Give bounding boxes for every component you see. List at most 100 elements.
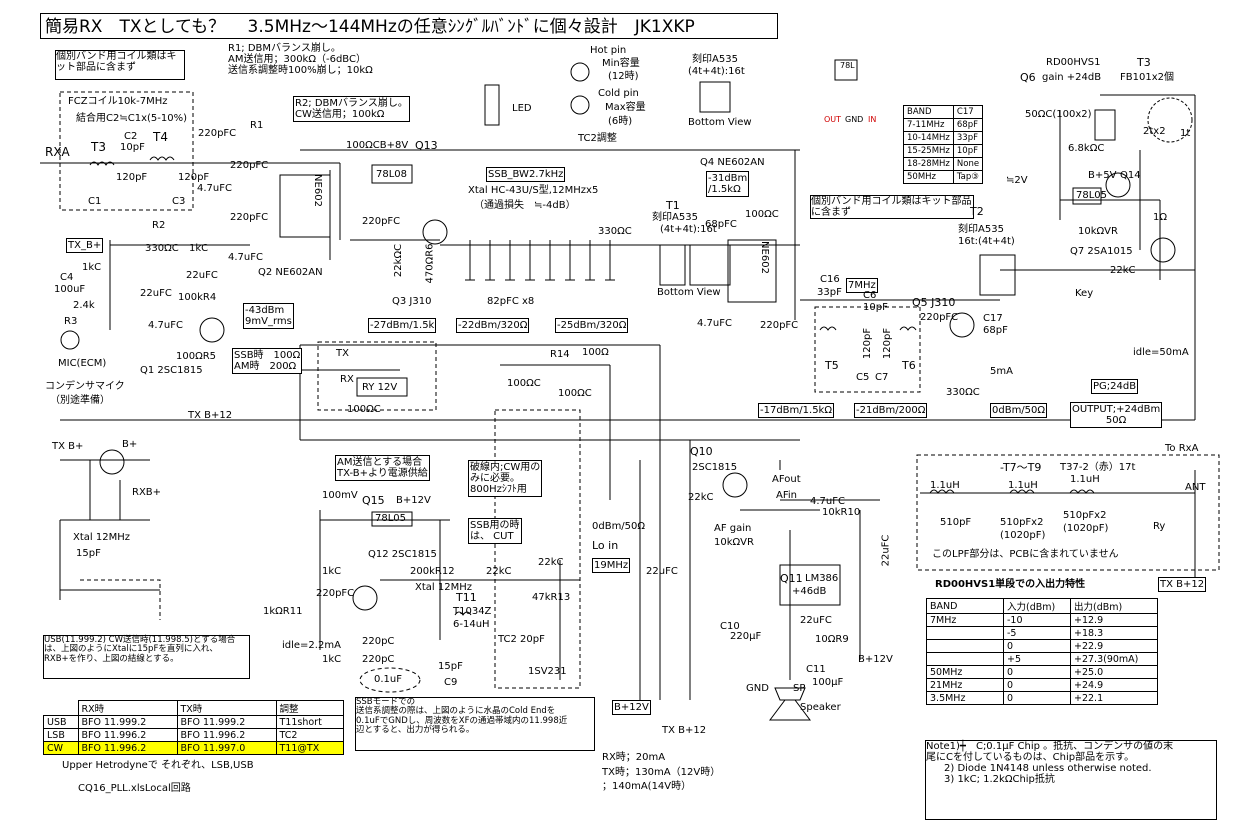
label-q13: Q13 <box>415 139 438 152</box>
label-c220e: 220pFC <box>760 320 799 331</box>
label-lvl25: -25dBm/320Ω <box>555 318 629 333</box>
label-bv1: Bottom View <box>657 287 721 298</box>
table-cell: 18-28MHz <box>903 157 954 171</box>
label-pf220a: 220pFC <box>316 588 355 599</box>
label-t2: T2 <box>970 205 984 218</box>
label-q1: Q1 2SC1815 <box>140 365 203 376</box>
label-a535d: 16t:(4t+4t) <box>958 236 1015 247</box>
label-c17: C17 <box>983 313 1003 324</box>
lpf-note: このLPF部分は、PCBに含まれていません <box>932 549 1119 560</box>
table-cell: +25.0 <box>1070 665 1158 679</box>
label-uh11b: 1.1uH <box>1008 480 1038 491</box>
label-r22kc: 22kC <box>1110 265 1136 276</box>
label-t79: -T7～T9 <box>1000 461 1042 474</box>
label-afin: AFin <box>776 490 797 501</box>
table-cell: 7MHz <box>926 613 1004 627</box>
table-cell <box>926 652 1004 666</box>
label-uf01: 0.1uF <box>374 674 402 685</box>
label-r1ka: 1kC <box>322 566 342 577</box>
table-cell: +18.3 <box>1070 626 1158 640</box>
table-cell: BFO 11.996.2 <box>77 728 178 742</box>
ssb-note: SSB用の時 は、 CUT <box>468 518 522 544</box>
label-q3: Q3 J310 <box>392 296 432 307</box>
label-c22b: 22uFC <box>140 288 172 299</box>
label-l78l08: 78L08 <box>376 169 408 180</box>
table-cell: BFO 11.996.2 <box>77 741 178 755</box>
label-c4: C4 <box>60 272 74 283</box>
label-r100c4: 100ΩC <box>347 404 381 415</box>
label-txbp: TX B+ <box>52 441 84 452</box>
label-c22a: 22uFC <box>186 270 218 281</box>
label-r470: 470ΩR6 <box>424 243 436 284</box>
table-cell: 0 <box>1003 665 1071 679</box>
table-cell: 10-14MHz <box>903 131 954 145</box>
fcz-label: FCZコイル10k-7MHz <box>68 96 168 107</box>
label-gnd: GND <box>746 683 769 694</box>
label-r10k10: 10kR10 <box>822 507 861 518</box>
table-row: -5+18.3 <box>926 626 1158 640</box>
note-3: 3) 1kC; 1.2kΩChip抵抗 <box>944 774 1055 785</box>
label-c47b: 4.7uFC <box>697 318 732 329</box>
label-c220u: 220μF <box>730 631 762 642</box>
label-lvl31a: -31dBm <box>708 173 748 184</box>
table-cell: 33pF <box>952 131 984 145</box>
table-cell <box>926 626 1004 640</box>
label-ma5: 5mA <box>990 366 1013 377</box>
label-c220a: 220pFC <box>198 128 237 139</box>
label-t6: T6 <box>902 359 916 372</box>
label-r100c2: 100ΩC <box>507 378 541 389</box>
label-t4: T4 <box>153 130 168 144</box>
label-l78l05a: 78L05 <box>1076 190 1108 201</box>
table-cell <box>43 700 79 716</box>
label-c47c: 4.7uFC <box>228 252 263 263</box>
label-l78: 78L <box>840 61 855 70</box>
table-row: +5+27.3(90mA) <box>926 652 1158 666</box>
label-lvl43-box: -43dBm 9mV_rms <box>243 303 294 329</box>
table-cell: C17 <box>952 105 984 119</box>
table-cell: RX時 <box>77 700 178 716</box>
table-cell: 0 <box>1003 678 1071 692</box>
table-cell: USB <box>43 715 79 729</box>
label-r100c: 100ΩC <box>745 209 779 220</box>
label-pf220b: 220pC <box>362 636 395 647</box>
label-c17v: 68pF <box>983 325 1008 336</box>
table-row: 7MHz-10+12.9 <box>926 613 1158 627</box>
label-c16: C16 <box>820 274 840 285</box>
label-bp12v: B+12V <box>612 700 651 715</box>
page-title: 簡易RX TXとしても？ 3.5MHz～144MHzの任意ｼﾝｸﾞﾙﾊﾞﾝﾄﾞに… <box>40 13 778 39</box>
label-xtal12: Xtal 12MHz <box>73 532 130 543</box>
table-cell: 50MHz <box>903 170 954 184</box>
label-q14: Q14 <box>1120 170 1141 181</box>
label-q10t: 2SC1815 <box>692 462 738 473</box>
label-pf15: 15pF <box>76 548 101 559</box>
idle-2-2ma: idle=2.2mA <box>282 640 341 651</box>
label-lvl21: -21dBm/200Ω <box>854 403 928 418</box>
label-r3: R3 <box>64 316 78 327</box>
am-note: AM送信とする場合 TX-B+より電源供給 <box>335 455 430 481</box>
table-cell: LSB <box>43 728 79 742</box>
table-cell: +5 <box>1003 652 1071 666</box>
label-q6: Q6 <box>1020 71 1036 84</box>
table-cell: 0 <box>1003 639 1071 653</box>
label-t1: T1 <box>666 199 680 212</box>
label-c1: C1 <box>88 196 102 207</box>
label-hot: Hot pin <box>590 45 627 56</box>
coil-note-2: 個別バンド用コイル類はキット部品に含まず <box>810 195 974 219</box>
coil-note: 個別バンド用コイル類はキット部品に含まず <box>55 50 185 80</box>
label-c6: C6 <box>863 290 877 301</box>
label-vr10k: 10kΩVR <box>714 537 754 548</box>
label-afout: AFout <box>772 474 801 485</box>
label-q2: Q2 NE602AN <box>258 267 323 278</box>
label-lvl31: -31dBm /1.5kΩ <box>706 171 750 197</box>
label-ssb100: SSB時 100Ω <box>234 350 301 361</box>
table-cell: 15-25MHz <box>903 144 954 158</box>
note-2: 2) Diode 1N4148 unless otherwise noted. <box>944 763 1152 774</box>
label-pf82: 82pFC x8 <box>487 296 535 307</box>
label-r14: R14 <box>550 349 570 360</box>
label-tx: TX <box>336 348 349 359</box>
